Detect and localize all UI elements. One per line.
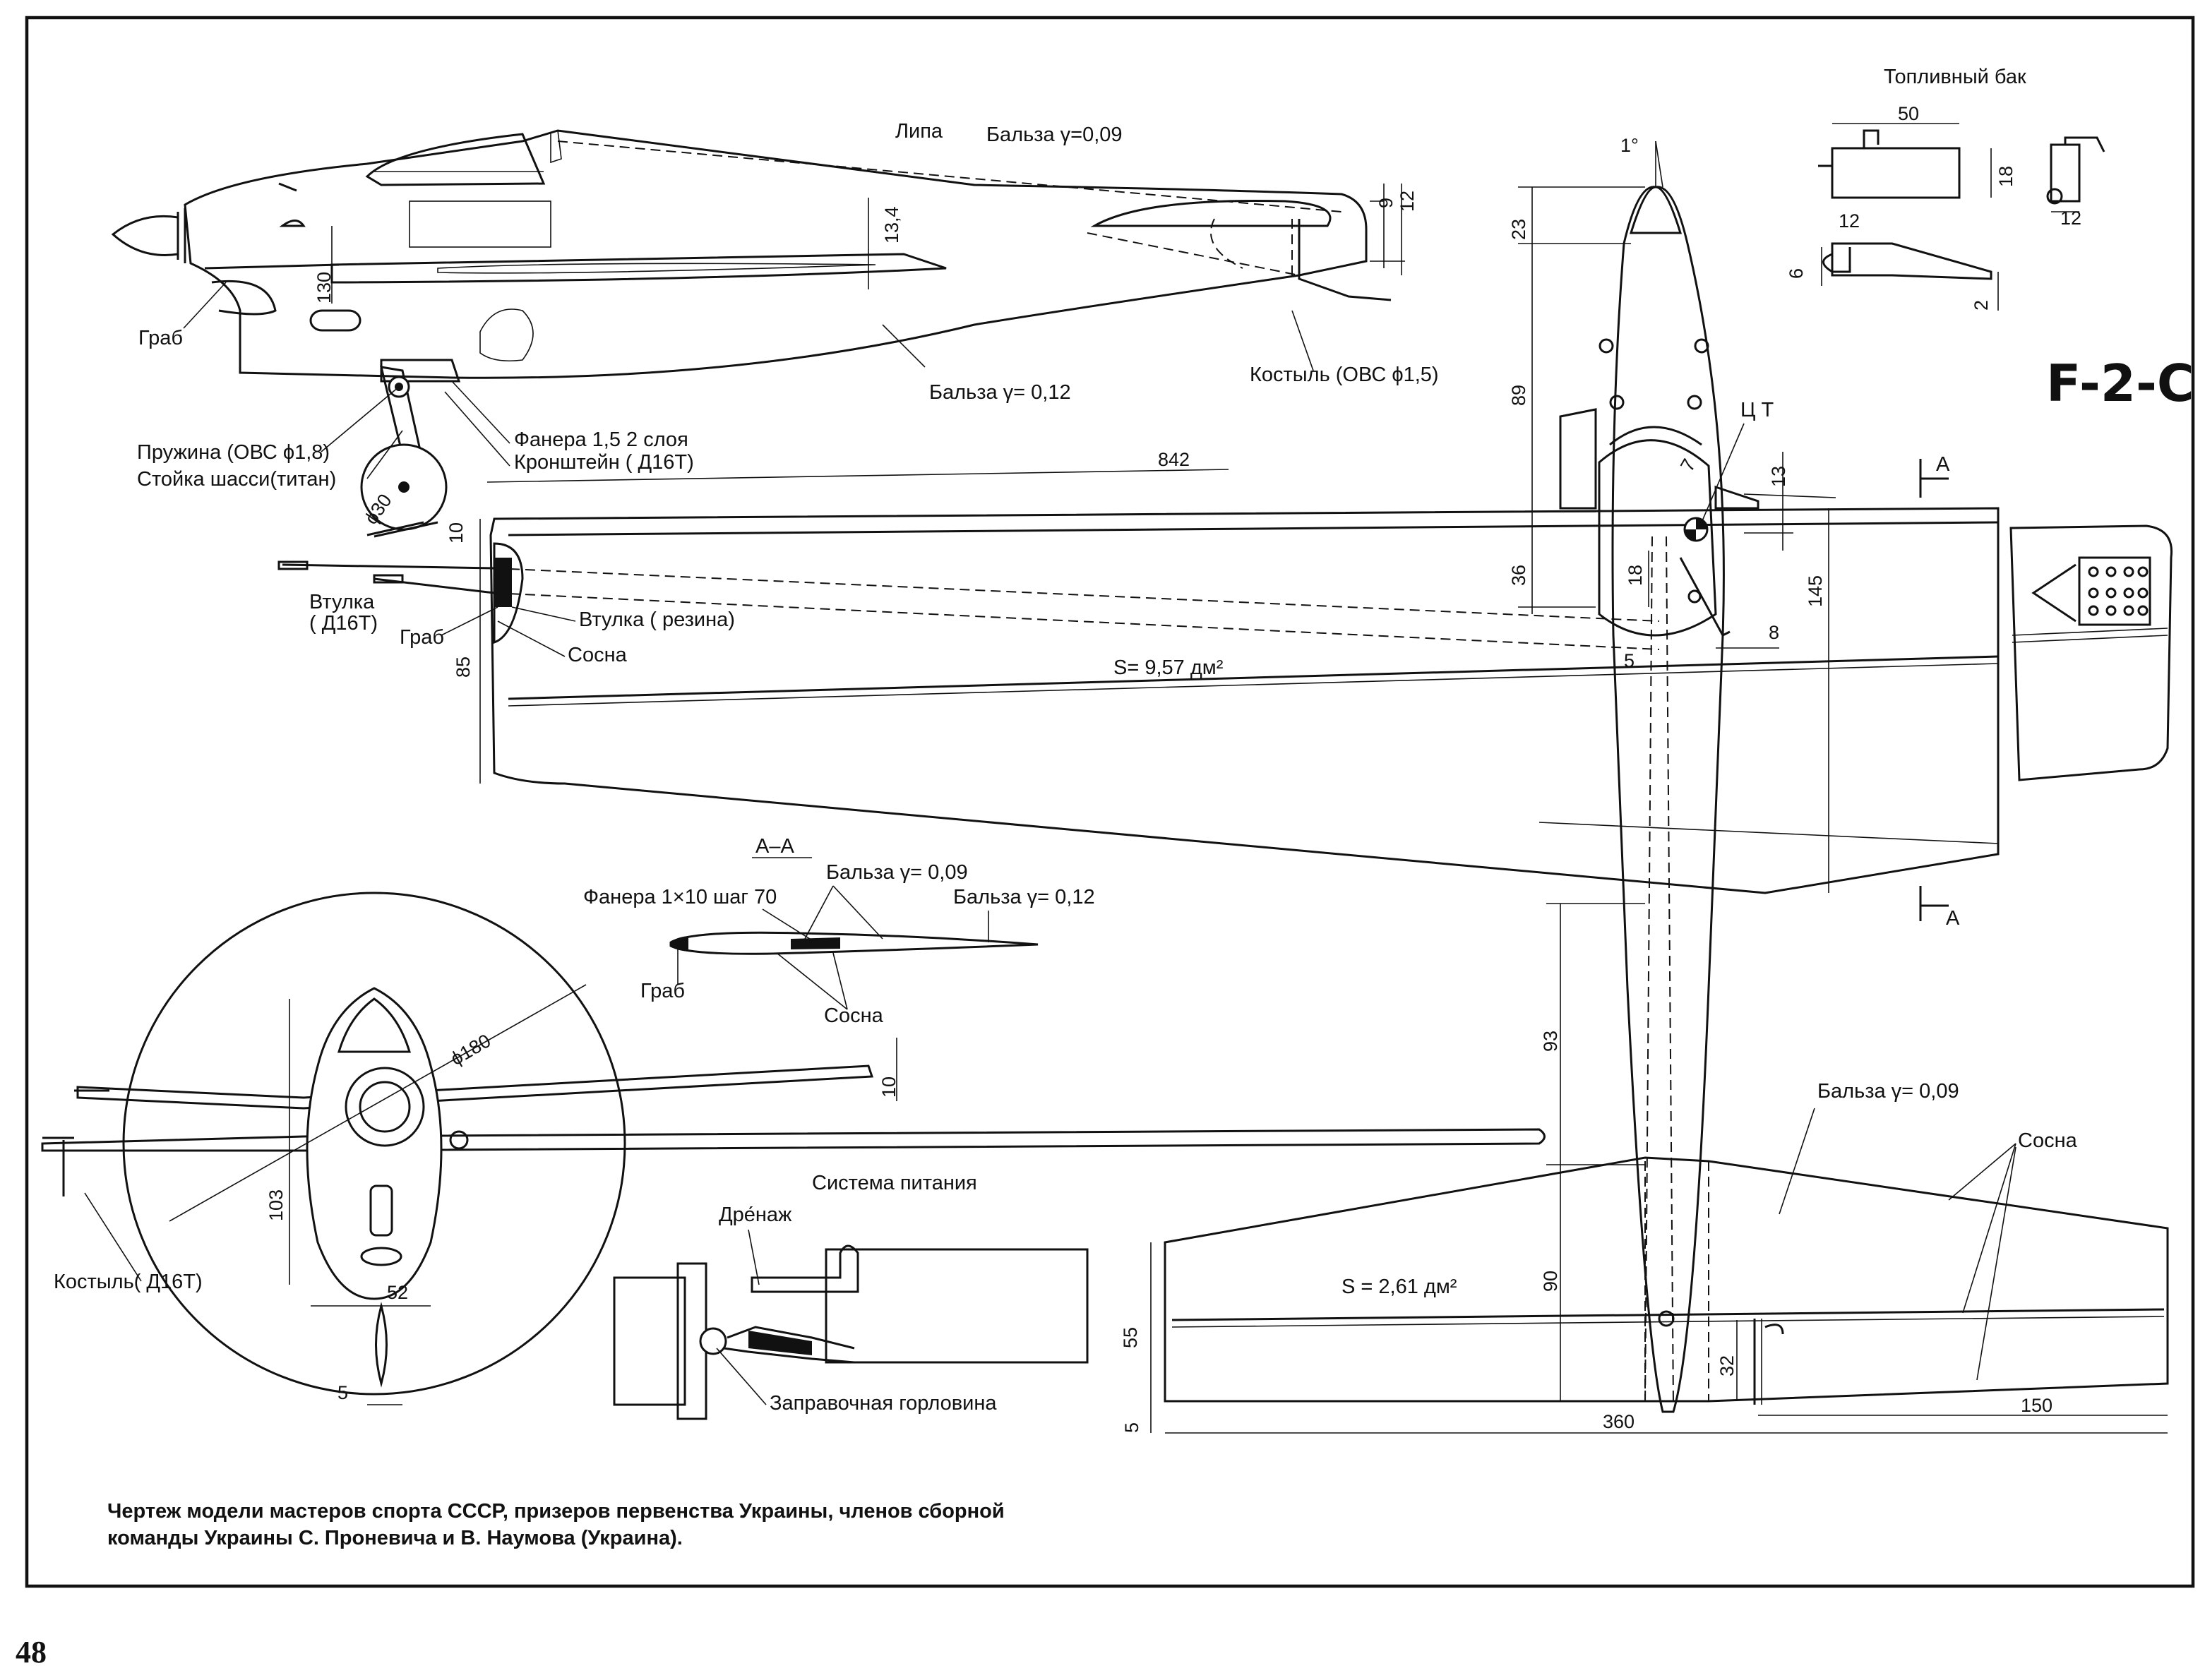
- dim-angle: 1°: [1620, 135, 1639, 156]
- page-number: 48: [16, 1635, 47, 1669]
- section-aa: А–А Бальза γ= 0,09 Фанера 1×10 шаг 70 Ба…: [583, 835, 1095, 1027]
- label-bracket: Кронштейн ( Д16Т): [514, 451, 694, 474]
- flap: [2009, 524, 2173, 781]
- drawing-frame: [25, 16, 2195, 1588]
- stabilizer-plan: 93 90 55 5 32 360 150 Бальза γ= 0,09 Сос…: [1120, 903, 2169, 1434]
- dim-diameter: ϕ180: [447, 1030, 494, 1069]
- fuselage-plan: [1611, 186, 1725, 1413]
- dim-18: 18: [1625, 565, 1646, 586]
- dim-89: 89: [1508, 385, 1529, 406]
- airfoil: [669, 931, 1039, 955]
- dim-13: 13: [1768, 466, 1789, 487]
- label-plywood: Фанера 1,5 2 слоя: [514, 428, 688, 451]
- dim-9: 9: [1375, 198, 1397, 208]
- section-aa-title: А–А: [755, 835, 794, 858]
- dim-13-4: 13,4: [881, 206, 902, 244]
- label-plan-pine: Сосна: [568, 644, 628, 666]
- tailskid-wire: [1298, 219, 1392, 301]
- label-balsa-012: Бальза γ= 0,12: [929, 381, 1071, 404]
- dim-7: 7: [1676, 455, 1699, 475]
- label-grab: Граб: [138, 327, 183, 349]
- dim-90: 90: [1540, 1271, 1561, 1292]
- dim-85: 85: [453, 656, 474, 678]
- tank-dim-2: 2: [1971, 300, 1992, 311]
- label-stab-area: S = 2,61 дм²: [1341, 1276, 1457, 1298]
- label-balsa-009: Бальза γ=0,09: [986, 124, 1123, 146]
- dim-front-10: 10: [878, 1076, 900, 1098]
- dim-103: 103: [265, 1189, 287, 1221]
- dim-52: 52: [387, 1282, 408, 1303]
- label-aa-balsa-012: Бальза γ= 0,12: [953, 886, 1095, 908]
- fuselage-side-outline: [184, 129, 1368, 379]
- fuel-system-title: Система питания: [812, 1172, 977, 1194]
- tank-dim-12: 12: [1839, 210, 1860, 232]
- label-stab-pine: Сосна: [2018, 1129, 2078, 1152]
- tank-dim-6: 6: [1786, 268, 1807, 279]
- label-drain: Дре́наж: [719, 1204, 792, 1226]
- dim-8: 8: [1769, 622, 1779, 643]
- label-bushing-rubber: Втулка ( резина): [579, 608, 735, 631]
- label-aa-plywood: Фанера 1×10 шаг 70: [583, 886, 777, 908]
- dim-32: 32: [1716, 1355, 1738, 1376]
- fuel-system: Система питания Дре́наж Заправочная горл…: [613, 1172, 1089, 1420]
- side-view: 130 13,4 9 12 Липа Бальза γ=0,09 Граб Ба…: [111, 120, 1439, 538]
- label-cg: Ц Т: [1740, 399, 1774, 421]
- tank-dim-50: 50: [1898, 103, 1919, 124]
- tank-dim-18: 18: [1995, 166, 2016, 187]
- dim-span-842: 842: [1158, 449, 1190, 470]
- dim-55: 55: [1120, 1327, 1141, 1348]
- dim-36: 36: [1508, 565, 1529, 586]
- dim-150: 150: [2021, 1395, 2052, 1416]
- spinner: [111, 215, 179, 256]
- dim-93: 93: [1540, 1031, 1561, 1052]
- canopy: [365, 133, 546, 186]
- stabilizer-outline: [1164, 1156, 2169, 1403]
- caption-line-2: команды Украины С. Проневича и В. Наумов…: [107, 1527, 683, 1549]
- fuel-tank-title: Топливный бак: [1884, 66, 2026, 88]
- plan-view: 842 23 89 36 10 85 145 18 13 8 5 7 1° Ц …: [277, 135, 2173, 1413]
- label-stab-balsa: Бальза γ= 0,09: [1817, 1080, 1959, 1103]
- front-view-circle: [122, 892, 626, 1396]
- label-front-tailskid: Костыль( Д16Т): [54, 1271, 203, 1293]
- tank-dim-12b: 12: [2060, 208, 2081, 229]
- dim-360: 360: [1603, 1411, 1635, 1432]
- wing-plan: [489, 507, 2000, 894]
- label-aa-balsa-009: Бальза γ= 0,09: [826, 861, 968, 884]
- label-gear-leg: Стойка шасси(титан): [137, 468, 336, 491]
- section-mark-bottom: А: [1946, 907, 1960, 930]
- label-filler: Заправочная горловина: [770, 1392, 997, 1415]
- dim-130: 130: [313, 272, 335, 304]
- dim-23: 23: [1508, 219, 1529, 240]
- fuel-tank-detail: Топливный бак 50 18 12 12 6 2: [1786, 66, 2105, 311]
- label-bushing-d16t-2: ( Д16Т): [309, 612, 378, 635]
- label-plan-grab: Граб: [400, 626, 444, 649]
- label-bushing-d16t: Втулка: [309, 591, 375, 613]
- dim-5: 5: [1624, 650, 1635, 671]
- label-lipa: Липа: [895, 120, 943, 143]
- label-aa-pine: Сосна: [824, 1004, 884, 1027]
- dim-145: 145: [1805, 575, 1826, 607]
- dim-10: 10: [446, 522, 467, 544]
- label-tailskid: Костыль (ОВС ϕ1,5): [1250, 364, 1439, 386]
- dim-12: 12: [1397, 191, 1418, 212]
- dim-stab-5: 5: [1121, 1422, 1142, 1433]
- dim-front-5: 5: [337, 1382, 348, 1403]
- section-mark-top: А: [1936, 453, 1950, 476]
- model-code: F-2-C: [2046, 354, 2194, 413]
- label-wing-area: S= 9,57 дм²: [1113, 656, 1224, 679]
- caption-line-1: Чертеж модели мастеров спорта СССР, приз…: [107, 1500, 1005, 1523]
- label-spring: Пружина (ОВС ϕ1,8): [137, 441, 330, 464]
- front-view: ϕ180 103 52 10 5 Костыль( Д16Т): [41, 892, 1546, 1405]
